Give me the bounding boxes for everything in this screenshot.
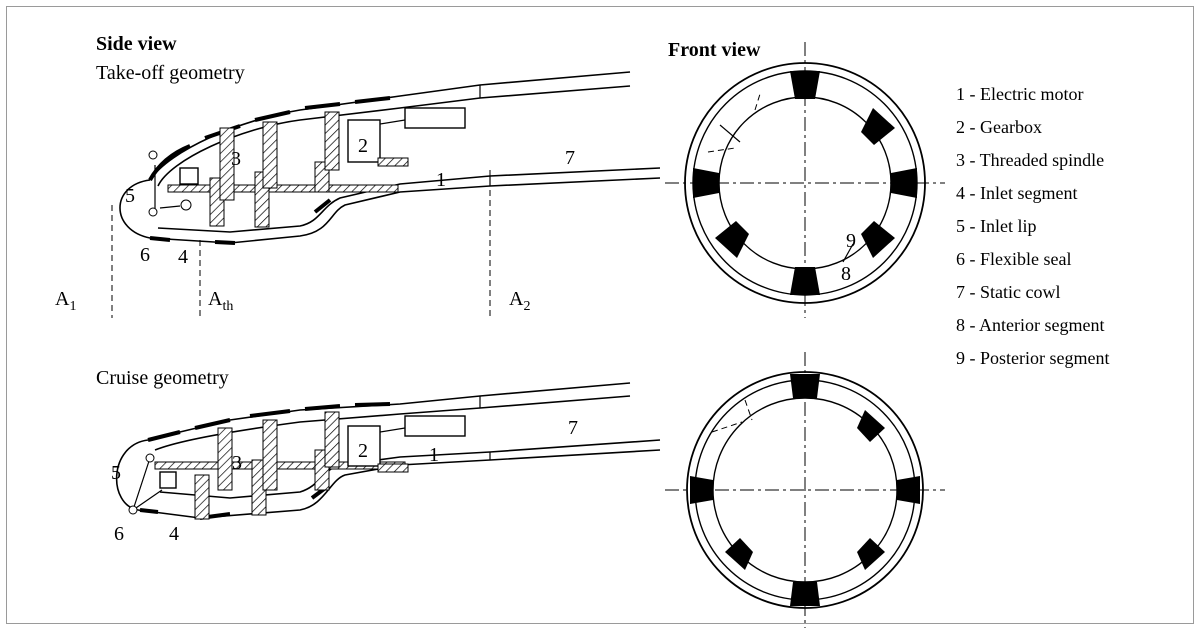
part-1-bottom: 1	[429, 444, 439, 466]
front-view-title: Front view	[668, 39, 761, 61]
takeoff-label: Take-off geometry	[96, 62, 245, 84]
side-view-title: Side view	[96, 33, 177, 55]
part-4-bottom: 4	[169, 523, 179, 545]
cruise-side-view	[115, 382, 661, 520]
legend: 1 - Electric motor 2 - Gearbox 3 - Threa…	[956, 84, 1109, 368]
legend-item: 7 - Static cowl	[956, 282, 1060, 302]
part-6-top: 6	[140, 244, 150, 266]
legend-item: 8 - Anterior segment	[956, 315, 1104, 335]
legend-item: 3 - Threaded spindle	[956, 150, 1104, 170]
legend-item: 1 - Electric motor	[956, 84, 1083, 104]
part-7-top: 7	[565, 147, 575, 169]
part-5-bottom: 5	[111, 462, 121, 484]
part-3-bottom: 3	[232, 452, 242, 474]
part-1-top: 1	[436, 169, 446, 191]
legend-item: 2 - Gearbox	[956, 117, 1042, 137]
area-ath: Ath	[208, 288, 233, 314]
part-9-top: 9	[846, 230, 856, 252]
part-6-bottom: 6	[114, 523, 124, 545]
part-3-top: 3	[231, 148, 241, 170]
part-8-top: 8	[841, 263, 851, 285]
part-7-bottom: 7	[568, 417, 578, 439]
area-a1: A1	[55, 288, 76, 314]
area-a2: A2	[509, 288, 530, 314]
part-4-top: 4	[178, 246, 188, 268]
part-5-top: 5	[125, 185, 135, 207]
legend-item: 4 - Inlet segment	[956, 183, 1077, 203]
legend-item: 6 - Flexible seal	[956, 249, 1071, 269]
cruise-front-view	[665, 352, 945, 628]
part-2-top: 2	[358, 135, 368, 157]
part-2-bottom: 2	[358, 440, 368, 462]
legend-item: 5 - Inlet lip	[956, 216, 1036, 236]
takeoff-side-view	[111, 71, 661, 318]
takeoff-front-view	[665, 42, 945, 318]
cruise-label: Cruise geometry	[96, 367, 229, 389]
legend-item: 9 - Posterior segment	[956, 348, 1109, 368]
figure-frame	[6, 6, 1194, 624]
